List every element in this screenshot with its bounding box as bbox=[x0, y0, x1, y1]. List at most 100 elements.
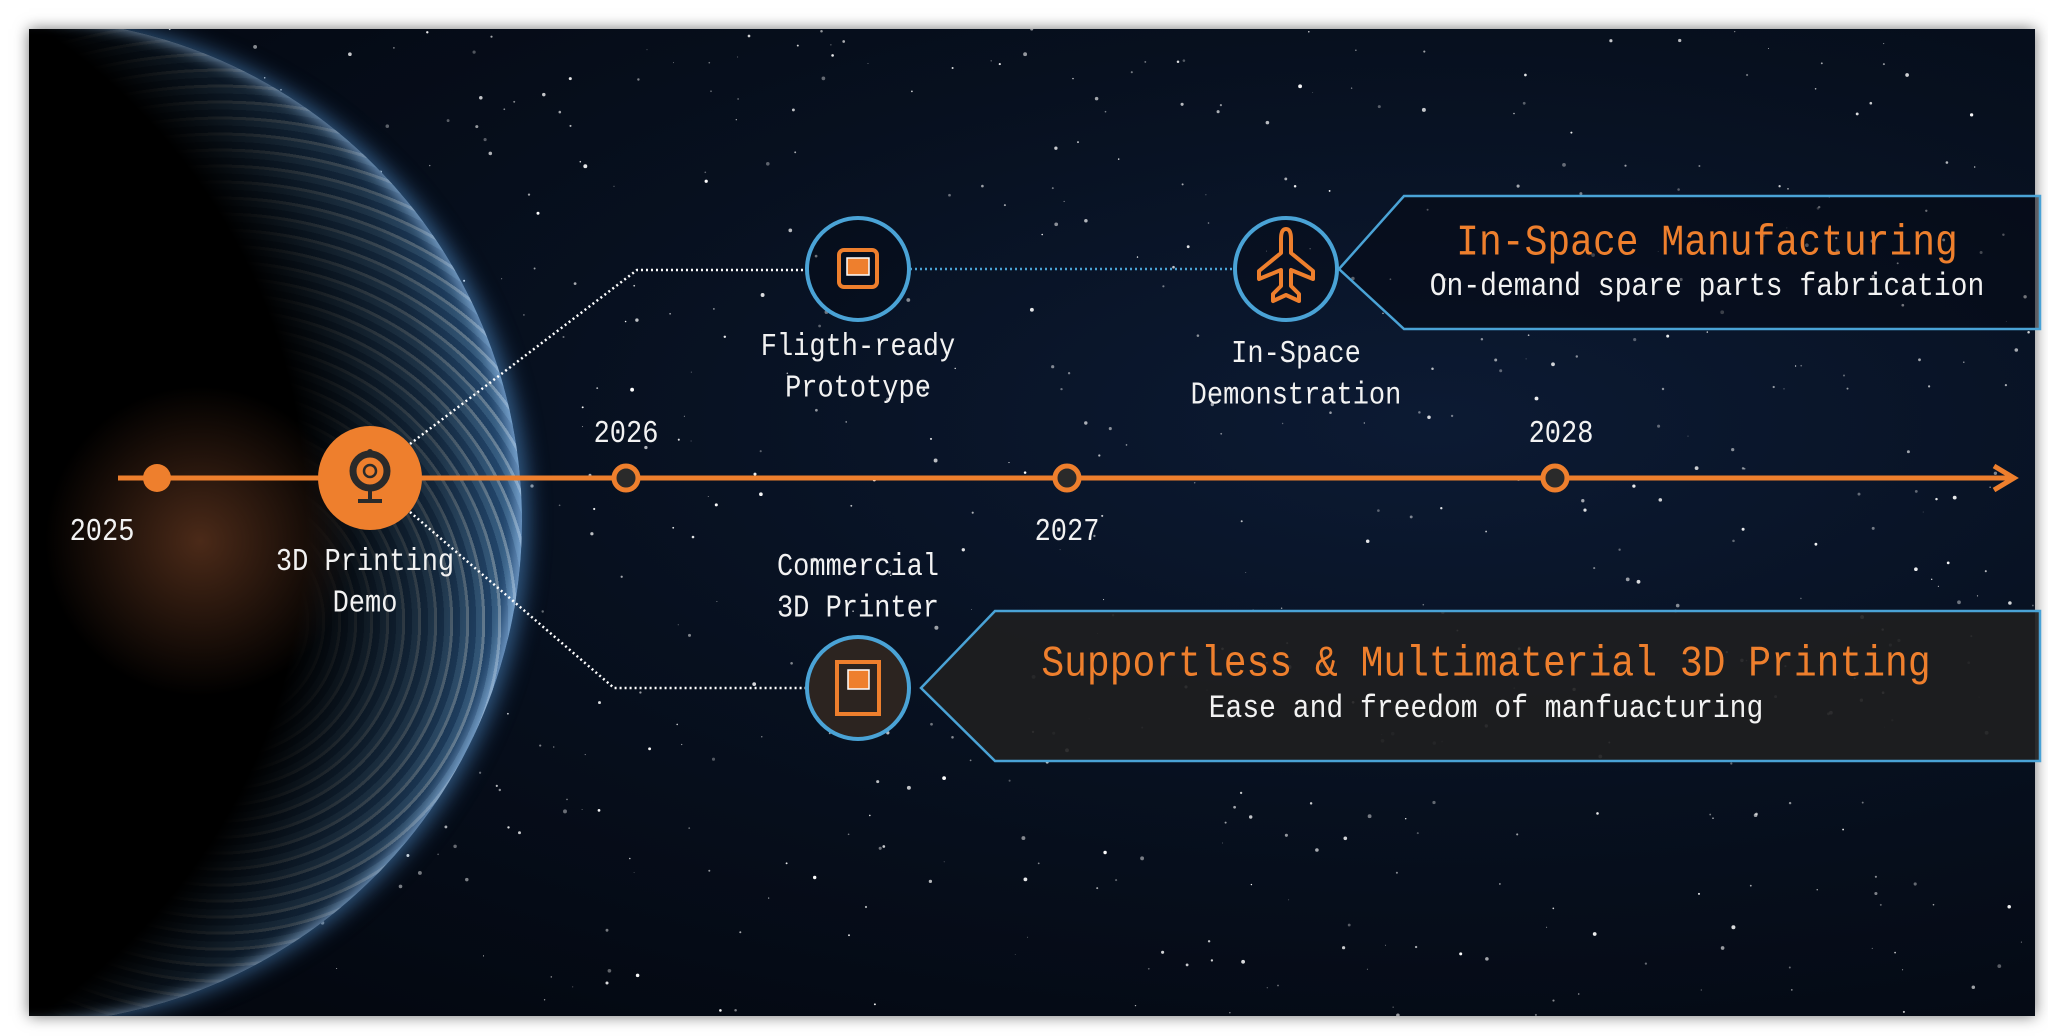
star bbox=[1222, 842, 1224, 844]
star bbox=[1918, 358, 1921, 362]
star bbox=[677, 438, 680, 441]
star bbox=[1767, 47, 1769, 49]
star bbox=[1913, 882, 1917, 886]
star bbox=[813, 875, 817, 880]
star bbox=[864, 905, 868, 909]
star bbox=[690, 371, 692, 373]
star bbox=[688, 827, 691, 829]
star bbox=[691, 535, 695, 539]
star bbox=[1575, 355, 1579, 358]
star bbox=[1248, 815, 1253, 819]
star bbox=[1367, 814, 1372, 819]
star bbox=[1432, 800, 1436, 805]
callout-top-title: In-Space Manufacturing bbox=[1456, 218, 1958, 269]
star bbox=[644, 445, 648, 450]
star bbox=[1989, 486, 1991, 488]
star bbox=[639, 691, 642, 694]
star bbox=[1051, 187, 1054, 190]
timeline-arrowhead bbox=[1992, 463, 2019, 493]
star bbox=[1366, 968, 1368, 970]
label-line: Fligth-ready bbox=[760, 330, 956, 366]
star bbox=[581, 808, 583, 810]
star bbox=[613, 185, 615, 187]
star bbox=[710, 90, 712, 93]
star bbox=[1094, 96, 1099, 101]
star bbox=[648, 747, 652, 751]
star bbox=[1404, 817, 1407, 820]
star bbox=[1315, 848, 1319, 852]
star bbox=[280, 88, 282, 91]
star bbox=[393, 47, 395, 49]
star bbox=[1902, 1010, 1905, 1013]
star bbox=[1499, 883, 1501, 885]
star bbox=[1382, 312, 1384, 315]
star bbox=[971, 511, 974, 514]
star bbox=[1513, 112, 1515, 115]
star bbox=[1945, 161, 1949, 164]
star bbox=[1363, 422, 1365, 424]
star bbox=[830, 44, 832, 46]
star bbox=[1067, 372, 1071, 375]
star bbox=[1997, 964, 2002, 968]
star bbox=[942, 776, 946, 780]
star bbox=[1312, 92, 1314, 93]
star bbox=[1459, 952, 1463, 956]
star bbox=[1421, 107, 1426, 112]
star bbox=[1969, 113, 1974, 117]
star bbox=[446, 119, 450, 123]
webcam-icon bbox=[349, 449, 391, 503]
star bbox=[1922, 511, 1924, 513]
star bbox=[704, 179, 708, 183]
star bbox=[708, 61, 711, 64]
star bbox=[1101, 514, 1104, 517]
star bbox=[507, 826, 510, 829]
star bbox=[530, 484, 534, 488]
star bbox=[1125, 444, 1128, 446]
star bbox=[1788, 966, 1791, 969]
star bbox=[906, 785, 911, 790]
star bbox=[1816, 889, 1818, 891]
star bbox=[633, 872, 635, 873]
star bbox=[842, 40, 846, 43]
star bbox=[811, 557, 816, 562]
star bbox=[1418, 411, 1421, 414]
star bbox=[1329, 411, 1332, 414]
star bbox=[786, 372, 789, 375]
star bbox=[1096, 887, 1099, 890]
star bbox=[336, 968, 338, 970]
star bbox=[1355, 49, 1357, 51]
star bbox=[760, 293, 765, 297]
star bbox=[553, 746, 555, 748]
star bbox=[990, 60, 992, 62]
star bbox=[716, 600, 718, 603]
star bbox=[1224, 821, 1227, 824]
star bbox=[761, 736, 763, 738]
star bbox=[1280, 607, 1283, 609]
star bbox=[1054, 222, 1059, 227]
star bbox=[882, 845, 886, 848]
star bbox=[1440, 507, 1443, 510]
star bbox=[429, 164, 431, 167]
star bbox=[1181, 183, 1184, 186]
star bbox=[929, 437, 933, 440]
star bbox=[1480, 338, 1484, 341]
star bbox=[1552, 907, 1555, 910]
star bbox=[1041, 233, 1043, 236]
milestone-prototype-node bbox=[805, 216, 911, 322]
star bbox=[1746, 73, 1749, 77]
star bbox=[2027, 330, 2030, 334]
star bbox=[566, 798, 568, 801]
milestone-demo-label: 3D Printing Demo bbox=[276, 543, 454, 627]
star bbox=[1734, 30, 1736, 33]
star bbox=[406, 854, 410, 857]
star bbox=[1618, 548, 1621, 551]
star bbox=[735, 119, 737, 121]
star bbox=[1596, 812, 1599, 815]
star bbox=[852, 610, 854, 613]
star bbox=[1522, 101, 1526, 105]
star bbox=[1778, 185, 1781, 188]
star bbox=[1957, 600, 1961, 605]
star bbox=[1712, 817, 1714, 820]
star bbox=[1546, 926, 1548, 928]
star bbox=[1343, 836, 1348, 841]
